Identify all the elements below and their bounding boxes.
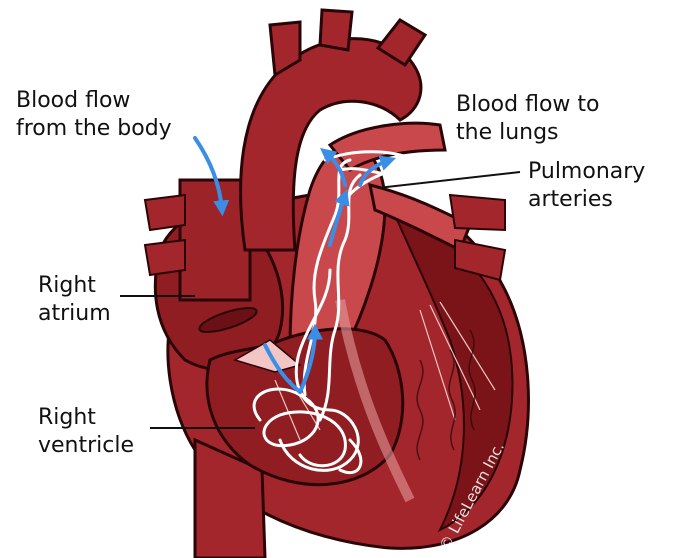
label-right-ventricle: Right ventricle	[38, 405, 134, 458]
pulmonary-vessel-right	[450, 195, 505, 230]
label-body-flow: Blood flow from the body	[16, 88, 172, 141]
label-right-atrium: Right atrium	[38, 273, 111, 326]
side-vessel-2	[145, 240, 185, 275]
label-pulmonary-arteries: Pulmonary arteries	[528, 159, 652, 212]
side-vessel-1	[145, 195, 185, 230]
label-lung-flow: Blood flow to the lungs	[456, 92, 606, 145]
aortic-branch-2	[320, 10, 352, 50]
